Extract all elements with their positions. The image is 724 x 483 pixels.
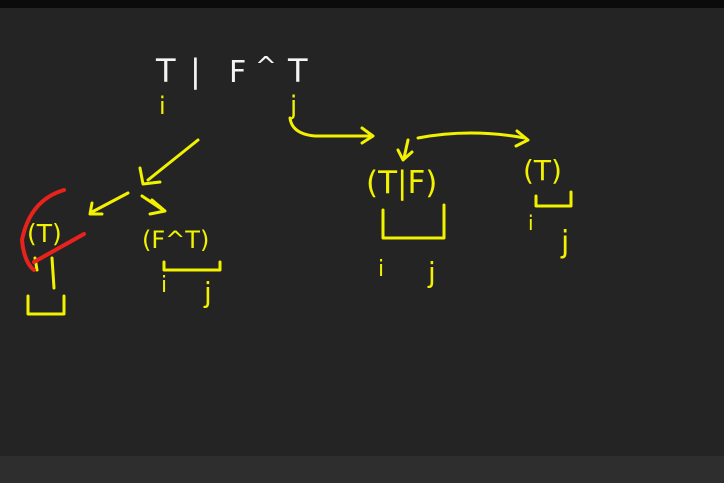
node-c-pointer-i: i bbox=[378, 257, 384, 282]
strike-slash bbox=[32, 232, 86, 264]
node-b-label: (F^T) bbox=[142, 226, 209, 254]
expr-symbol-t1: T bbox=[155, 52, 176, 90]
bottom-toolbar-strip bbox=[0, 456, 724, 483]
arrow-to-node-d bbox=[416, 131, 527, 140]
arrowhead-node-c bbox=[396, 148, 414, 162]
arrowhead-root-left bbox=[138, 166, 162, 186]
node-d-bracket bbox=[534, 190, 573, 208]
node-d-pointer-i: i bbox=[528, 211, 534, 235]
expr-symbol-bar: | bbox=[190, 52, 201, 90]
node-d-label: (T) bbox=[523, 154, 562, 187]
node-a-bracket bbox=[26, 294, 66, 316]
arrow-root-to-right bbox=[288, 116, 372, 138]
root-pointer-i: i bbox=[159, 92, 166, 120]
arrow-to-node-c bbox=[402, 138, 410, 160]
arrowhead-node-d bbox=[514, 129, 530, 148]
expr-symbol-caret: ^ bbox=[255, 52, 277, 82]
strike-arc bbox=[19, 188, 66, 272]
arrow-left-to-a bbox=[90, 191, 130, 214]
node-a-label: (T) bbox=[27, 219, 62, 248]
arrowhead-a bbox=[88, 201, 104, 216]
node-c-label: (T|F) bbox=[366, 165, 437, 201]
top-edge-bar bbox=[0, 0, 724, 8]
node-c-bracket bbox=[381, 203, 446, 240]
node-c-pointer-j: j bbox=[427, 256, 436, 289]
expr-symbol-f: F bbox=[229, 55, 246, 90]
node-b-bracket bbox=[162, 260, 222, 272]
node-d-pointer-j: j bbox=[560, 225, 569, 260]
node-b-pointer-j: j bbox=[203, 276, 212, 309]
root-pointer-j: j bbox=[289, 91, 297, 121]
arrow-root-to-left bbox=[146, 138, 200, 182]
arrowhead-right bbox=[360, 126, 375, 145]
node-b-pointer-i: i bbox=[161, 273, 167, 298]
arrowhead-b bbox=[148, 198, 167, 216]
node-a-marks bbox=[33, 256, 56, 290]
expr-symbol-t2: T bbox=[287, 52, 308, 90]
